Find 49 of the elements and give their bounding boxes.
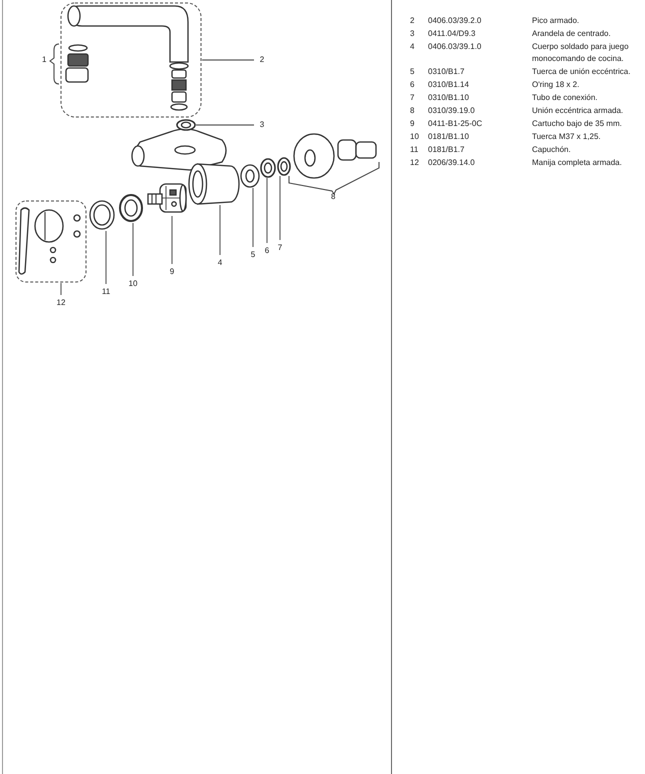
part-code: 0310/B1.10: [428, 92, 470, 104]
leader-line: [132, 222, 134, 276]
callout-number: 8: [331, 193, 336, 201]
part-number: 7: [410, 92, 416, 104]
part-description: Cartucho bajo de 35 mm.: [532, 118, 623, 130]
nut-part: [240, 164, 260, 188]
part-description: Tuerca M37 x 1,25.: [532, 131, 602, 143]
part-description: O'ring 18 x 2.: [532, 79, 580, 91]
callout-number: 1: [42, 56, 46, 64]
part-number: 11: [410, 144, 420, 156]
part-number: 12: [410, 157, 420, 169]
part-number: 4: [410, 41, 416, 53]
body-outlet-part: [188, 163, 240, 205]
leader-line: [266, 178, 268, 244]
tube-part: [277, 157, 291, 176]
part-number: 8: [410, 105, 416, 117]
part-description: Unión eccéntrica armada.: [532, 105, 624, 117]
part-description: Capuchón.: [532, 144, 572, 156]
part-code: 0181/B1.10: [428, 131, 470, 143]
part-code: 0310/39.19.0: [428, 105, 476, 117]
part-code: 0181/B1.7: [428, 144, 466, 156]
part-number: 10: [410, 131, 420, 143]
handle-assembly-part: [15, 200, 87, 283]
part-description: Tuerca de unión eccéntrica.: [532, 66, 632, 78]
part-description: Arandela de centrado.: [532, 28, 612, 40]
o-ring-part: [260, 158, 276, 178]
part-code: 0411-B1-25-0C: [428, 118, 484, 130]
leader-line: [252, 188, 254, 248]
part-number: 3: [410, 28, 416, 40]
part-code: 0206/39.14.0: [428, 157, 476, 169]
part-description: Tubo de conexión.: [532, 92, 599, 104]
part-description: Pico armado.: [532, 15, 580, 27]
spout-part: [60, 2, 202, 118]
leader-line: [196, 124, 254, 126]
part-number: 6: [410, 79, 416, 91]
part-description: Manija completa armada.: [532, 157, 623, 169]
washer-part: [176, 119, 196, 131]
part-code: 0406.03/39.2.0: [428, 15, 482, 27]
part-code: 0310/B1.14: [428, 79, 470, 91]
part-number: 9: [410, 118, 416, 130]
part-code: 0406.03/39.1.0: [428, 41, 482, 53]
cap-part: [88, 199, 116, 231]
leader-line: [60, 282, 62, 296]
part-code: 0310/B1.7: [428, 66, 466, 78]
nut-part: [118, 193, 144, 223]
part-code: 0411.04/D9.3: [428, 28, 476, 40]
part-number: 2: [410, 15, 416, 27]
part-number: 5: [410, 66, 416, 78]
part-description: Cuerpo soldado para juego monocomando de cocina.: [532, 41, 630, 65]
